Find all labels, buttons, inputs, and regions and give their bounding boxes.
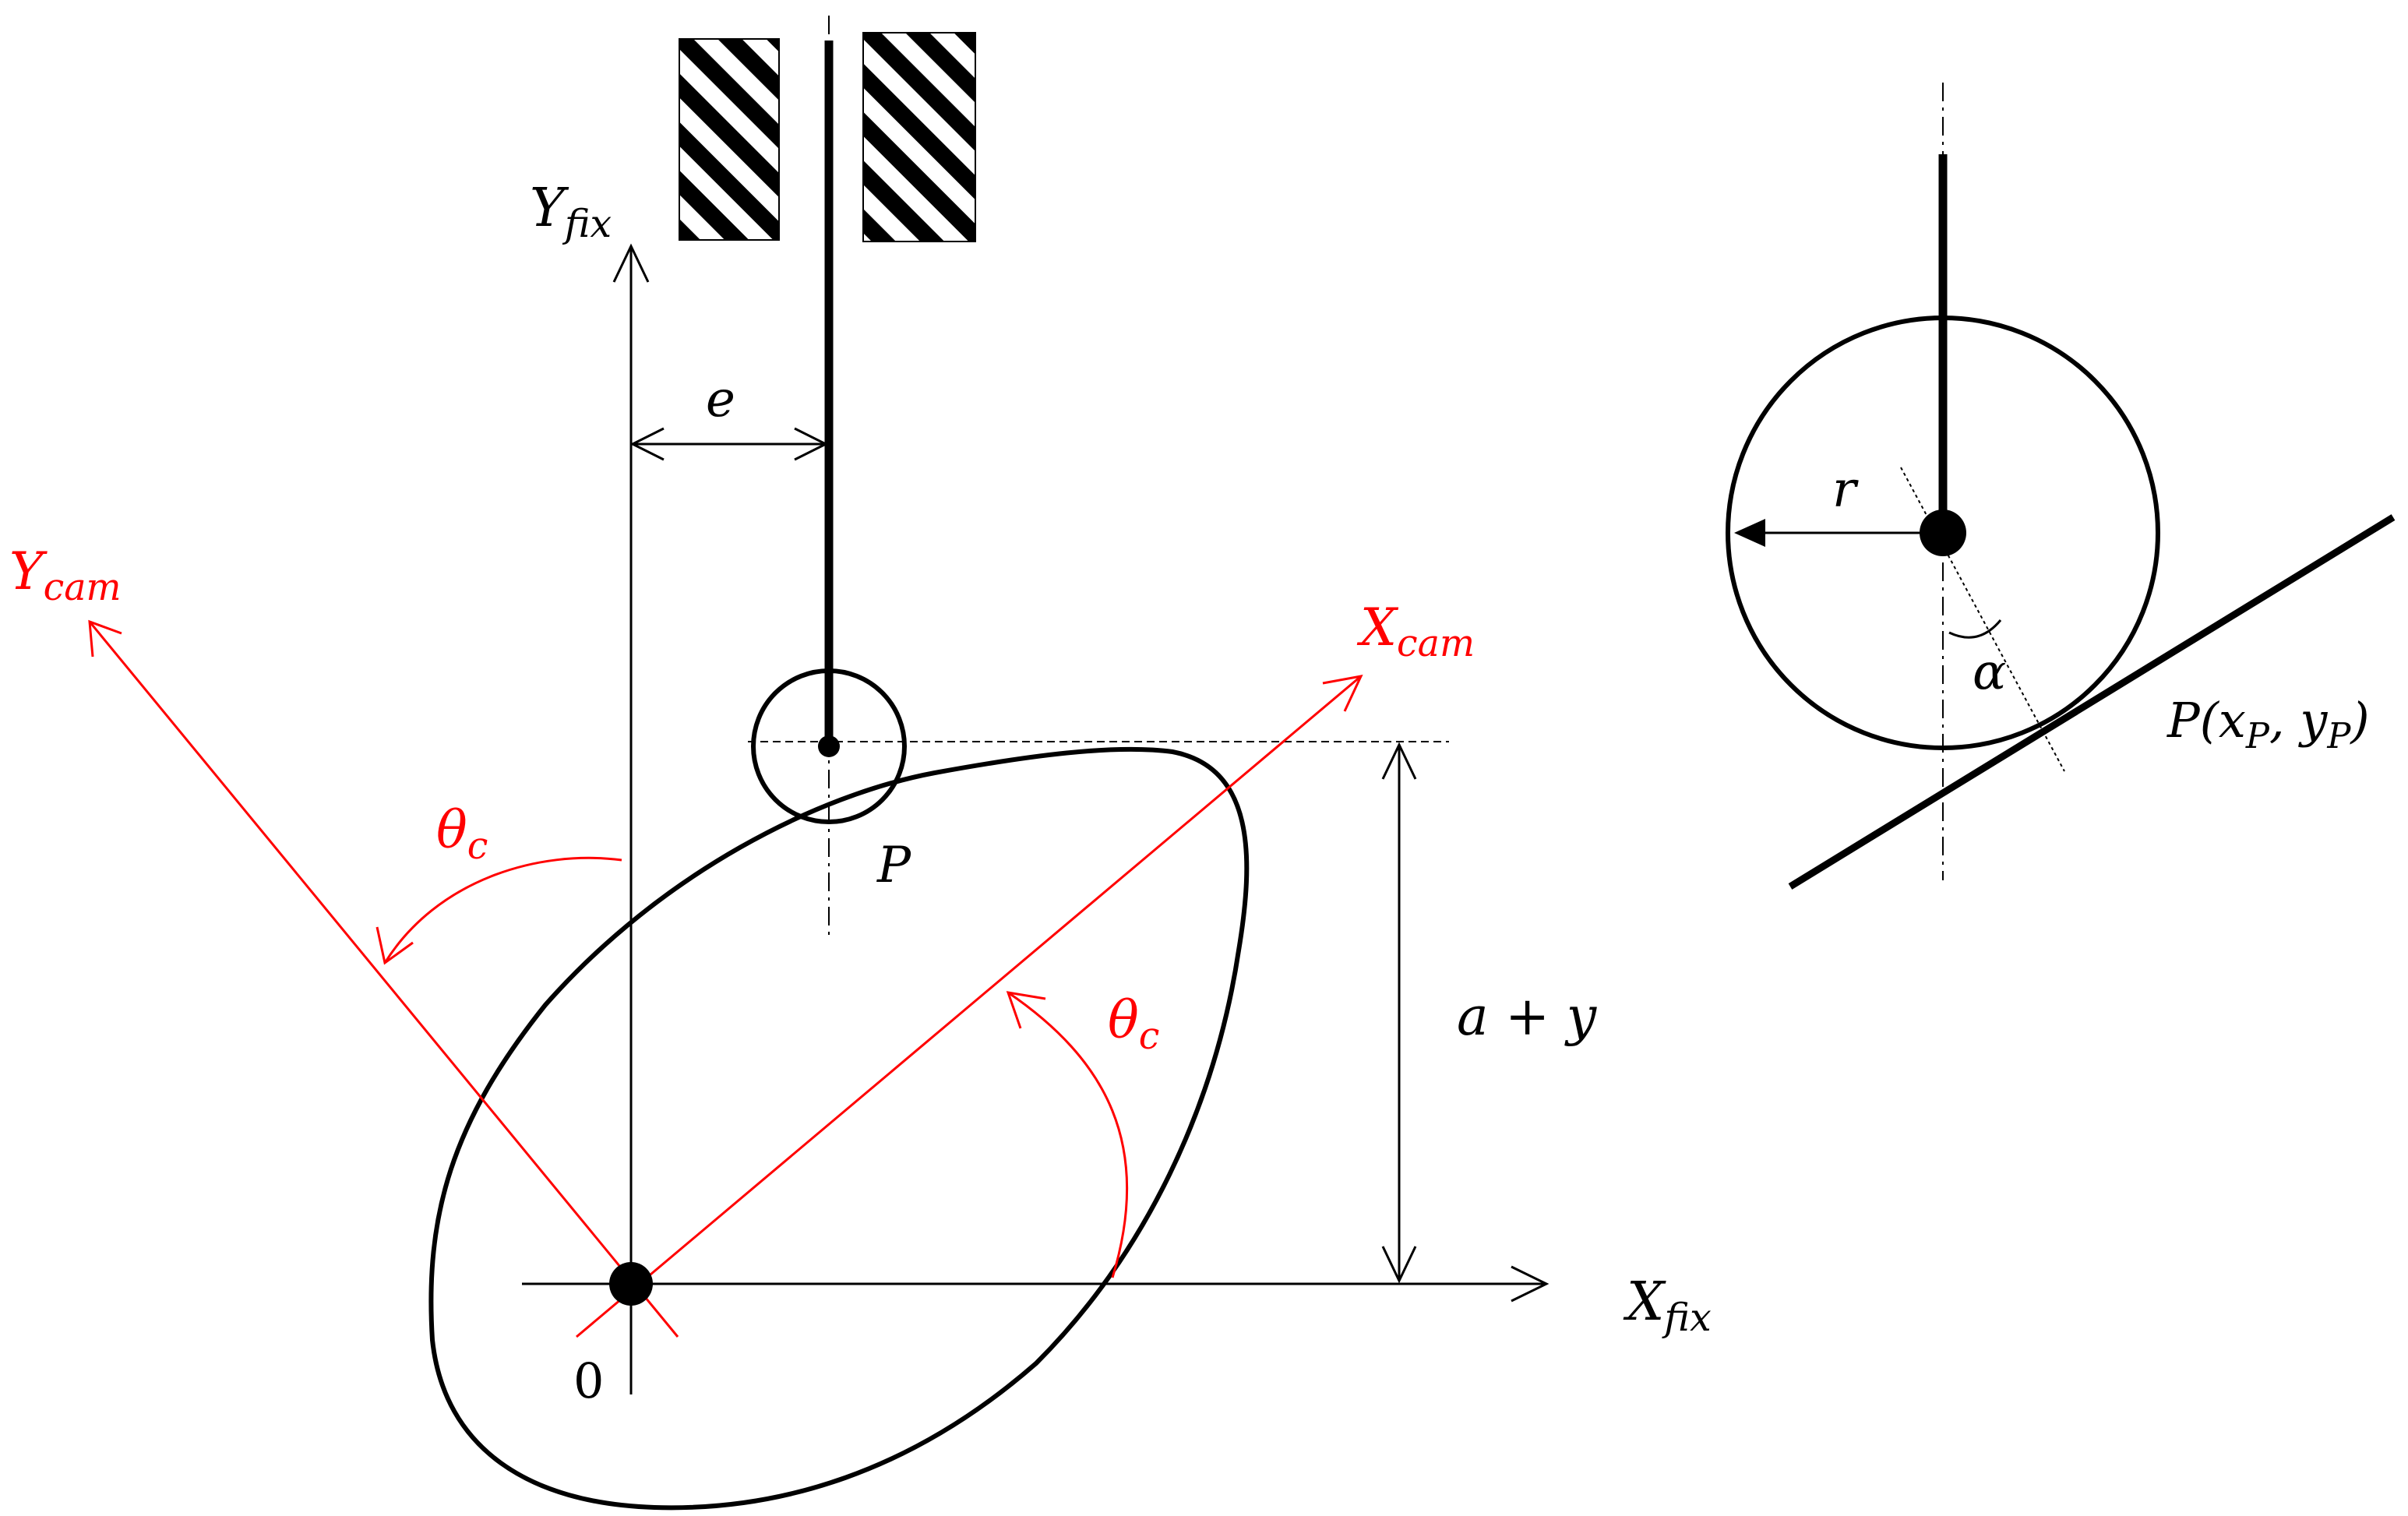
offset-e-arrow-right: [794, 427, 829, 461]
theta-arc-right: [1007, 991, 1129, 1278]
detail-alpha-arc: [1948, 619, 2002, 639]
lift-arrow-top: [1381, 742, 1417, 780]
roller-pin: [818, 735, 840, 757]
detail-normal-line: [1900, 467, 2065, 772]
contact-p-label: P: [876, 837, 911, 894]
alpha-label: α: [1973, 643, 2006, 701]
guide-bushing-left: [679, 38, 780, 241]
y-cam-arrowhead: [88, 619, 122, 658]
y-cam-label: Ycam: [9, 541, 122, 609]
theta-label-left: θc: [436, 800, 488, 868]
detail-roller: [1726, 316, 2160, 750]
x-fix-arrowhead: [1511, 1265, 1550, 1303]
offset-e-label: e: [706, 371, 735, 428]
theta-arc-right-arrowhead: [1006, 991, 1046, 1029]
y-fix-label: Yfix: [530, 178, 612, 246]
origin-label: 0: [573, 1352, 604, 1409]
lift-label: a + y: [1457, 986, 1598, 1048]
radius-r-label: r: [1832, 461, 1859, 519]
contact-point-label: P(xP, yP): [2166, 692, 2370, 756]
detail-roller-pin: [1920, 509, 1966, 556]
guide-bushing-right: [862, 32, 976, 242]
follower-roller: [751, 668, 907, 824]
cam-pivot: [609, 1262, 653, 1306]
x-cam-arrowhead: [1322, 674, 1363, 712]
y-fix-arrowhead: [612, 243, 650, 283]
theta-label-right: θc: [1108, 990, 1159, 1058]
theta-arc-left-arrowhead: [375, 926, 414, 965]
theta-arc-left: [383, 856, 622, 964]
x-cam-axis: [576, 675, 1362, 1338]
x-cam-label: Xcam: [1356, 598, 1475, 665]
detail-radius-arrowhead: [1734, 519, 1765, 547]
offset-e-arrow-left: [629, 427, 665, 461]
cam-profile: [428, 746, 1250, 1511]
detail-cam-surface: [1788, 514, 2396, 890]
x-fix-label: Xfix: [1623, 1271, 1712, 1340]
lift-arrow-bottom: [1381, 1246, 1417, 1284]
y-cam-axis: [88, 621, 679, 1338]
